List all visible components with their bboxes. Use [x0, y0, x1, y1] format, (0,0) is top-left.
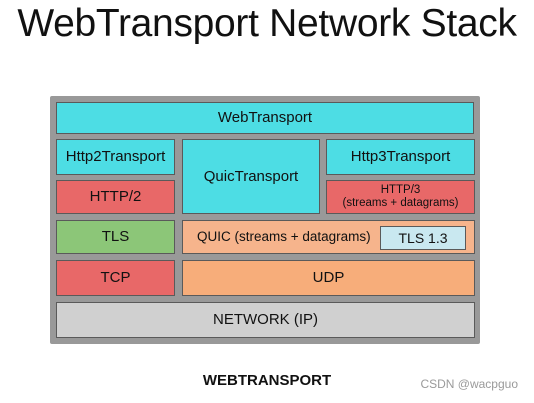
- layer-http2: HTTP/2: [56, 180, 175, 214]
- layer-http2transport: Http2Transport: [56, 139, 175, 175]
- watermark: CSDN @wacpguo: [420, 377, 518, 391]
- layer-tls13: TLS 1.3: [380, 226, 466, 250]
- layer-http3-label: HTTP/3: [380, 183, 421, 196]
- layer-network-label: NETWORK (IP): [213, 311, 318, 329]
- diagram-title: WebTransport Network Stack: [17, 2, 517, 45]
- layer-tls-label: TLS: [101, 228, 130, 246]
- layer-udp: UDP: [182, 260, 475, 296]
- layer-quictransport: QuicTransport: [182, 139, 320, 214]
- layer-tls13-label: TLS 1.3: [398, 229, 448, 246]
- layer-tcp-label: TCP: [100, 269, 131, 287]
- diagram-caption: WEBTRANSPORT: [202, 372, 332, 389]
- layer-http3-detail: (streams + datagrams): [342, 197, 459, 209]
- layer-http3transport: Http3Transport: [326, 139, 475, 175]
- layer-http2transport-label: Http2Transport: [65, 148, 166, 166]
- layer-tls: TLS: [56, 220, 175, 254]
- layer-udp-label: UDP: [312, 269, 345, 287]
- layer-quic-label: QUIC (streams + datagrams): [197, 229, 371, 245]
- layer-tcp: TCP: [56, 260, 175, 296]
- network-stack: WebTransport Http2Transport QuicTranspor…: [50, 96, 480, 344]
- layer-network: NETWORK (IP): [56, 302, 475, 338]
- layer-webtransport: WebTransport: [56, 102, 474, 134]
- layer-quictransport-label: QuicTransport: [203, 167, 299, 185]
- layer-http2-label: HTTP/2: [89, 188, 142, 206]
- layer-webtransport-label: WebTransport: [217, 109, 313, 127]
- layer-http3transport-label: Http3Transport: [350, 148, 451, 166]
- layer-http3: HTTP/3 (streams + datagrams): [326, 180, 475, 214]
